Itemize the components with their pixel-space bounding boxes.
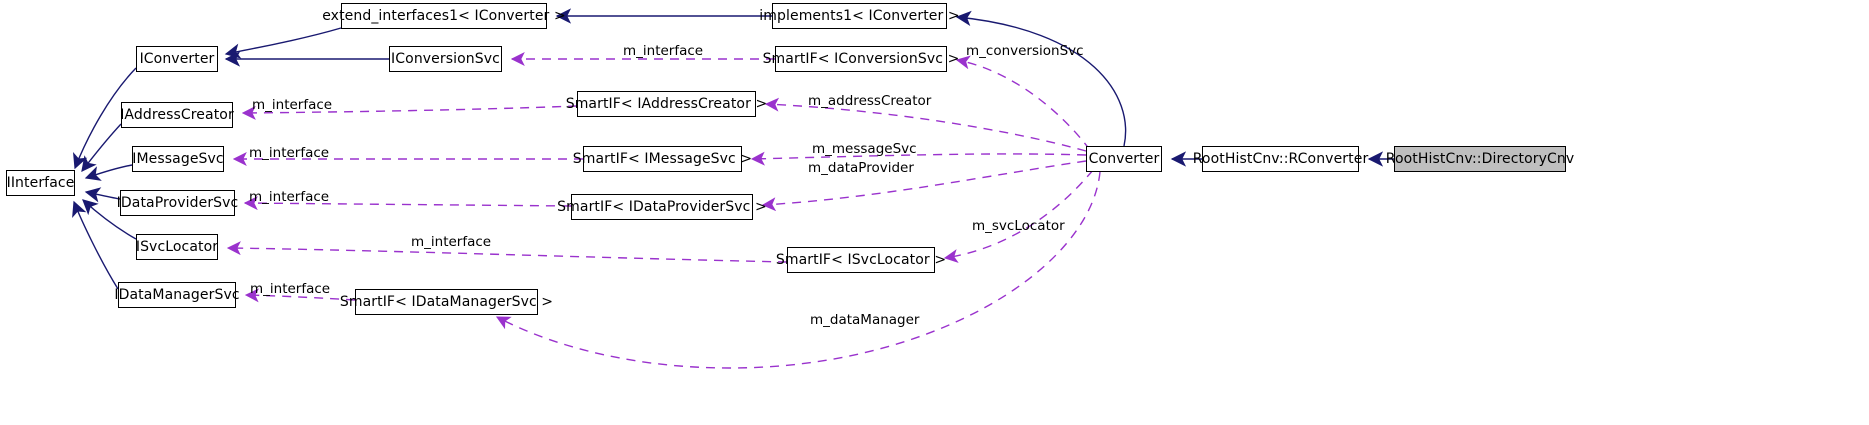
edge-idatamanagersvc-to-iinterface	[72, 200, 119, 290]
edge-smartif-isvclocator-to-isvclocator	[226, 241, 788, 263]
lbl-m-interface-svclocator: m_interface	[411, 234, 492, 250]
class-node-iinterface[interactable]: IInterface	[6, 170, 75, 196]
class-node-converter[interactable]: Converter	[1086, 146, 1162, 172]
class-node-smartif_imessagesvc[interactable]: SmartIF< IMessageSvc >	[573, 146, 752, 172]
class-node-iconverter[interactable]: IConverter	[136, 46, 218, 72]
class-node-extend_interfaces1[interactable]: extend_interfaces1< IConverter >	[322, 3, 566, 29]
class-node-idataprovidersvc[interactable]: IDataProviderSvc	[117, 190, 238, 216]
lbl-m-addresscreator: m_addressCreator	[808, 93, 932, 109]
edge-idataprovidersvc-to-iinterface	[84, 187, 121, 203]
lbl-m-messagesvc: m_messageSvc	[812, 141, 917, 157]
edge-converter-to-implements1	[955, 10, 1127, 147]
class-node-directorycnv: RootHistCnv::DirectoryCnv	[1386, 146, 1574, 172]
edge-converter-to-smartif-isvclocator	[943, 169, 1094, 263]
lbl-m-conversionsvc: m_conversionSvc	[966, 43, 1084, 59]
lbl-m-interface-messagesvc: m_interface	[249, 145, 330, 161]
class-node-smartif_isvclocator[interactable]: SmartIF< ISvcLocator >	[776, 247, 946, 273]
class-node-implements1[interactable]: implements1< IConverter >	[759, 3, 960, 29]
class-node-smartif_idatamanagersvc[interactable]: SmartIF< IDataManagerSvc >	[340, 289, 553, 315]
class-node-isvclocator[interactable]: ISvcLocator	[136, 234, 218, 260]
lbl-m-interface-datamanagersvc: m_interface	[250, 281, 331, 297]
lbl-m-datamanager: m_dataManager	[810, 312, 920, 328]
edge-extend-interfaces-to-iconverter	[224, 27, 342, 59]
edge-iaddresscreator-to-iinterface	[81, 123, 122, 173]
lbl-m-svclocator: m_svcLocator	[972, 218, 1065, 234]
edge-imessagesvc-to-iinterface	[84, 164, 133, 181]
class-node-smartif_idataprovidersvc[interactable]: SmartIF< IDataProviderSvc >	[557, 194, 767, 220]
class-node-imessagesvc[interactable]: IMessageSvc	[132, 146, 224, 172]
class-node-iaddresscreator[interactable]: IAddressCreator	[120, 102, 234, 128]
class-node-smartif_iconversionsvc[interactable]: SmartIF< IConversionSvc >	[763, 46, 959, 72]
lbl-m-dataprovider: m_dataProvider	[808, 160, 914, 176]
class-node-smartif_iaddresscreator[interactable]: SmartIF< IAddressCreator >	[566, 91, 767, 117]
edge-converter-to-smartif-iconversionsvc	[955, 55, 1091, 151]
class-node-iconversionsvc[interactable]: IConversionSvc	[389, 46, 502, 72]
class-node-rconverter[interactable]: RootHistCnv::RConverter	[1193, 146, 1368, 172]
lbl-m-interface-addresscreator: m_interface	[252, 97, 333, 113]
class-node-idatamanagersvc[interactable]: IDataManagerSvc	[114, 282, 240, 308]
edge-converter-to-smartif-imessagesvc	[750, 151, 1087, 166]
lbl-m-interface-dataprovidersvc: m_interface	[249, 189, 330, 205]
lbl-m-interface-conversionsvc: m_interface	[623, 43, 704, 59]
